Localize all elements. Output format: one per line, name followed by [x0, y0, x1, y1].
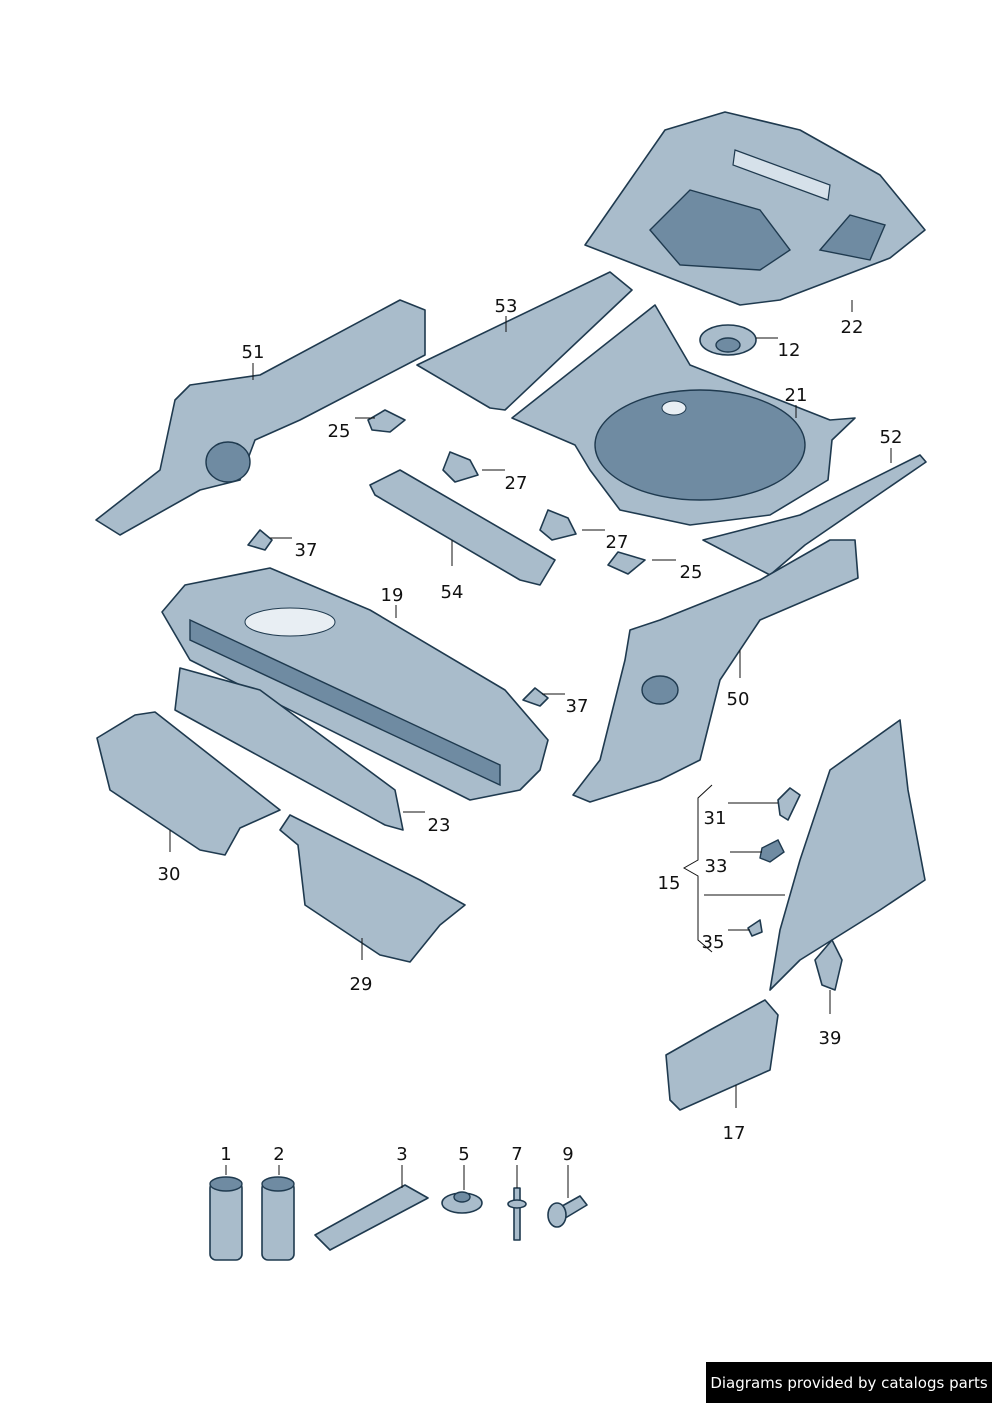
- callout-50[interactable]: 50: [726, 689, 750, 710]
- part-17-panel[interactable]: [665, 999, 779, 1111]
- leader-lines: [169, 300, 892, 1198]
- footer-text: Diagrams provided by catalogs parts: [710, 1373, 988, 1392]
- callout-2[interactable]: 2: [273, 1144, 285, 1165]
- part-51-side-member[interactable]: [95, 299, 426, 536]
- callout-5[interactable]: 5: [458, 1144, 470, 1165]
- callout-9[interactable]: 9: [562, 1144, 574, 1165]
- part-2-tube[interactable]: [261, 1176, 295, 1261]
- callout-35[interactable]: 35: [701, 932, 725, 953]
- part-39-bracket[interactable]: [814, 939, 843, 991]
- part-31-clip[interactable]: [777, 787, 801, 821]
- part-5-nut[interactable]: [441, 1191, 483, 1214]
- part-50-side-member[interactable]: [572, 539, 859, 803]
- part-7-screw[interactable]: [507, 1187, 527, 1241]
- callout-21[interactable]: 21: [784, 385, 808, 406]
- part-33-clip[interactable]: [759, 839, 785, 863]
- footer-credit: Diagrams provided by catalogs parts: [706, 1362, 992, 1403]
- part-9-bolt[interactable]: [547, 1195, 588, 1228]
- part-12-cup[interactable]: [699, 324, 757, 356]
- callout-22[interactable]: 22: [840, 317, 864, 338]
- callout-19[interactable]: 19: [380, 585, 404, 606]
- callout-25[interactable]: 25: [679, 562, 703, 583]
- callout-51[interactable]: 51: [241, 342, 265, 363]
- part-25-bracket[interactable]: [607, 551, 646, 575]
- callout-1[interactable]: 1: [220, 1144, 232, 1165]
- part-29-floor-section[interactable]: [279, 814, 466, 963]
- callout-37[interactable]: 37: [565, 696, 589, 717]
- part-21-spare-wheel-well[interactable]: [511, 304, 856, 526]
- callout-37[interactable]: 37: [294, 540, 318, 561]
- callout-27[interactable]: 27: [504, 473, 528, 494]
- callout-53[interactable]: 53: [494, 296, 518, 317]
- callout-23[interactable]: 23: [427, 815, 451, 836]
- part-23-crossmember[interactable]: [174, 667, 404, 831]
- callout-27[interactable]: 27: [605, 532, 629, 553]
- part-1-tube[interactable]: [209, 1176, 243, 1261]
- callout-39[interactable]: 39: [818, 1028, 842, 1049]
- part-19-floor-pan[interactable]: [161, 567, 549, 801]
- part-53-panel[interactable]: [416, 271, 633, 411]
- callout-33[interactable]: 33: [704, 856, 728, 877]
- part-25-bracket[interactable]: [367, 409, 406, 433]
- part-27-bracket[interactable]: [442, 451, 479, 483]
- part-35-clip[interactable]: [747, 919, 763, 937]
- part-37-bracket[interactable]: [247, 529, 273, 551]
- callout-29[interactable]: 29: [349, 974, 373, 995]
- callout-15[interactable]: 15: [657, 873, 681, 894]
- part-22-rear-floor[interactable]: [584, 111, 926, 306]
- part-15-wheel-housing[interactable]: [769, 719, 926, 991]
- callout-31[interactable]: 31: [703, 808, 727, 829]
- part-37-bracket[interactable]: [522, 687, 549, 707]
- part-30-floor-section[interactable]: [96, 711, 281, 856]
- callout-17[interactable]: 17: [722, 1123, 746, 1144]
- part-54-crossmember[interactable]: [369, 469, 556, 586]
- callout-54[interactable]: 54: [440, 582, 464, 603]
- part-3-strip[interactable]: [314, 1184, 429, 1251]
- callout-3[interactable]: 3: [396, 1144, 408, 1165]
- callout-52[interactable]: 52: [879, 427, 903, 448]
- part-27-bracket[interactable]: [539, 509, 577, 541]
- callout-25[interactable]: 25: [327, 421, 351, 442]
- callout-7[interactable]: 7: [511, 1144, 523, 1165]
- callout-30[interactable]: 30: [157, 864, 181, 885]
- callout-12[interactable]: 12: [777, 340, 801, 361]
